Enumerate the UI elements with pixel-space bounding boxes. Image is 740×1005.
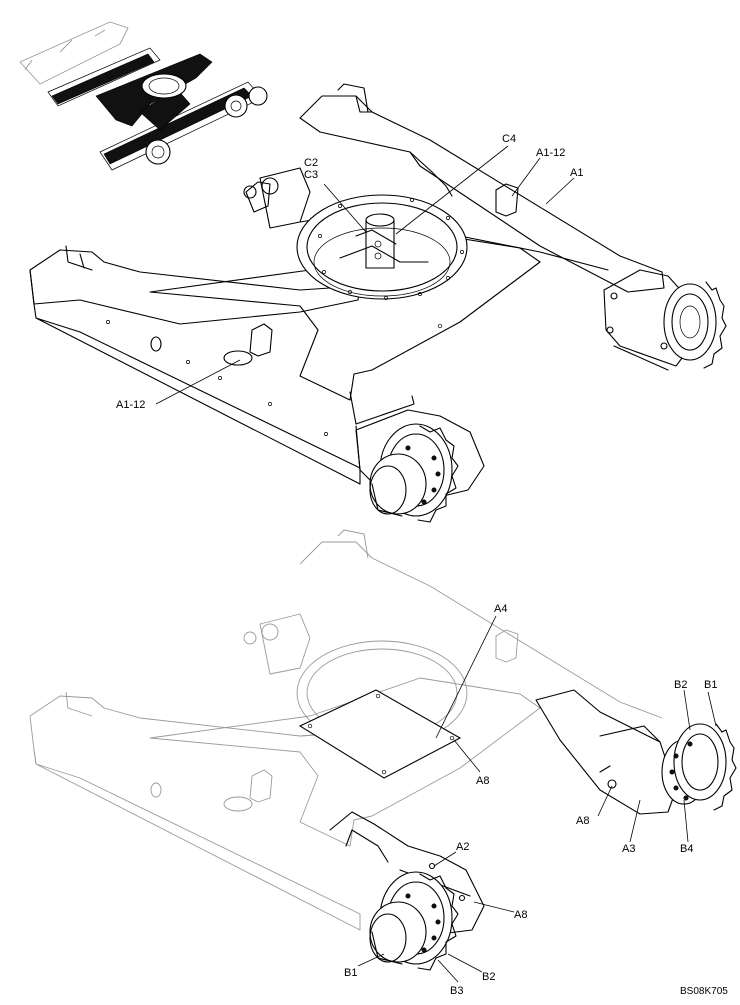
label-a8-right: A8	[576, 815, 589, 827]
bottom-view-leaders	[357, 615, 717, 983]
bottom-view-parts	[298, 689, 737, 971]
label-a3: A3	[622, 843, 635, 855]
top-view-lower-frame	[29, 83, 727, 523]
label-a1-12-left: A1-12	[116, 399, 145, 411]
label-a8-plate: A8	[476, 775, 489, 787]
label-b1-right: B1	[704, 679, 717, 691]
label-a1: A1	[570, 167, 583, 179]
label-b2-right: B2	[674, 679, 687, 691]
label-a1-12-top: A1-12	[536, 147, 565, 159]
label-c3: C3	[304, 169, 318, 181]
locator-thumbnail	[19, 21, 268, 171]
label-a2: A2	[456, 841, 469, 853]
label-b4: B4	[680, 843, 693, 855]
label-c4: C4	[502, 133, 516, 145]
label-c2: C2	[304, 157, 318, 169]
top-view-labels: C4 C2 C3 A1-12 A1 A1-12	[116, 133, 583, 411]
drawing-code: BS08K705	[680, 986, 728, 997]
top-view-leaders	[155, 145, 575, 405]
label-a8-front: A8	[514, 909, 527, 921]
label-b3-front: B3	[450, 985, 463, 997]
label-a4: A4	[494, 603, 507, 615]
bottom-view-labels: A4 A8 B2 B1 A8 A3 B4 A2 A8 B1 B2 B3	[344, 603, 717, 997]
label-b2-front: B2	[482, 971, 495, 983]
label-b1-front: B1	[344, 967, 357, 979]
